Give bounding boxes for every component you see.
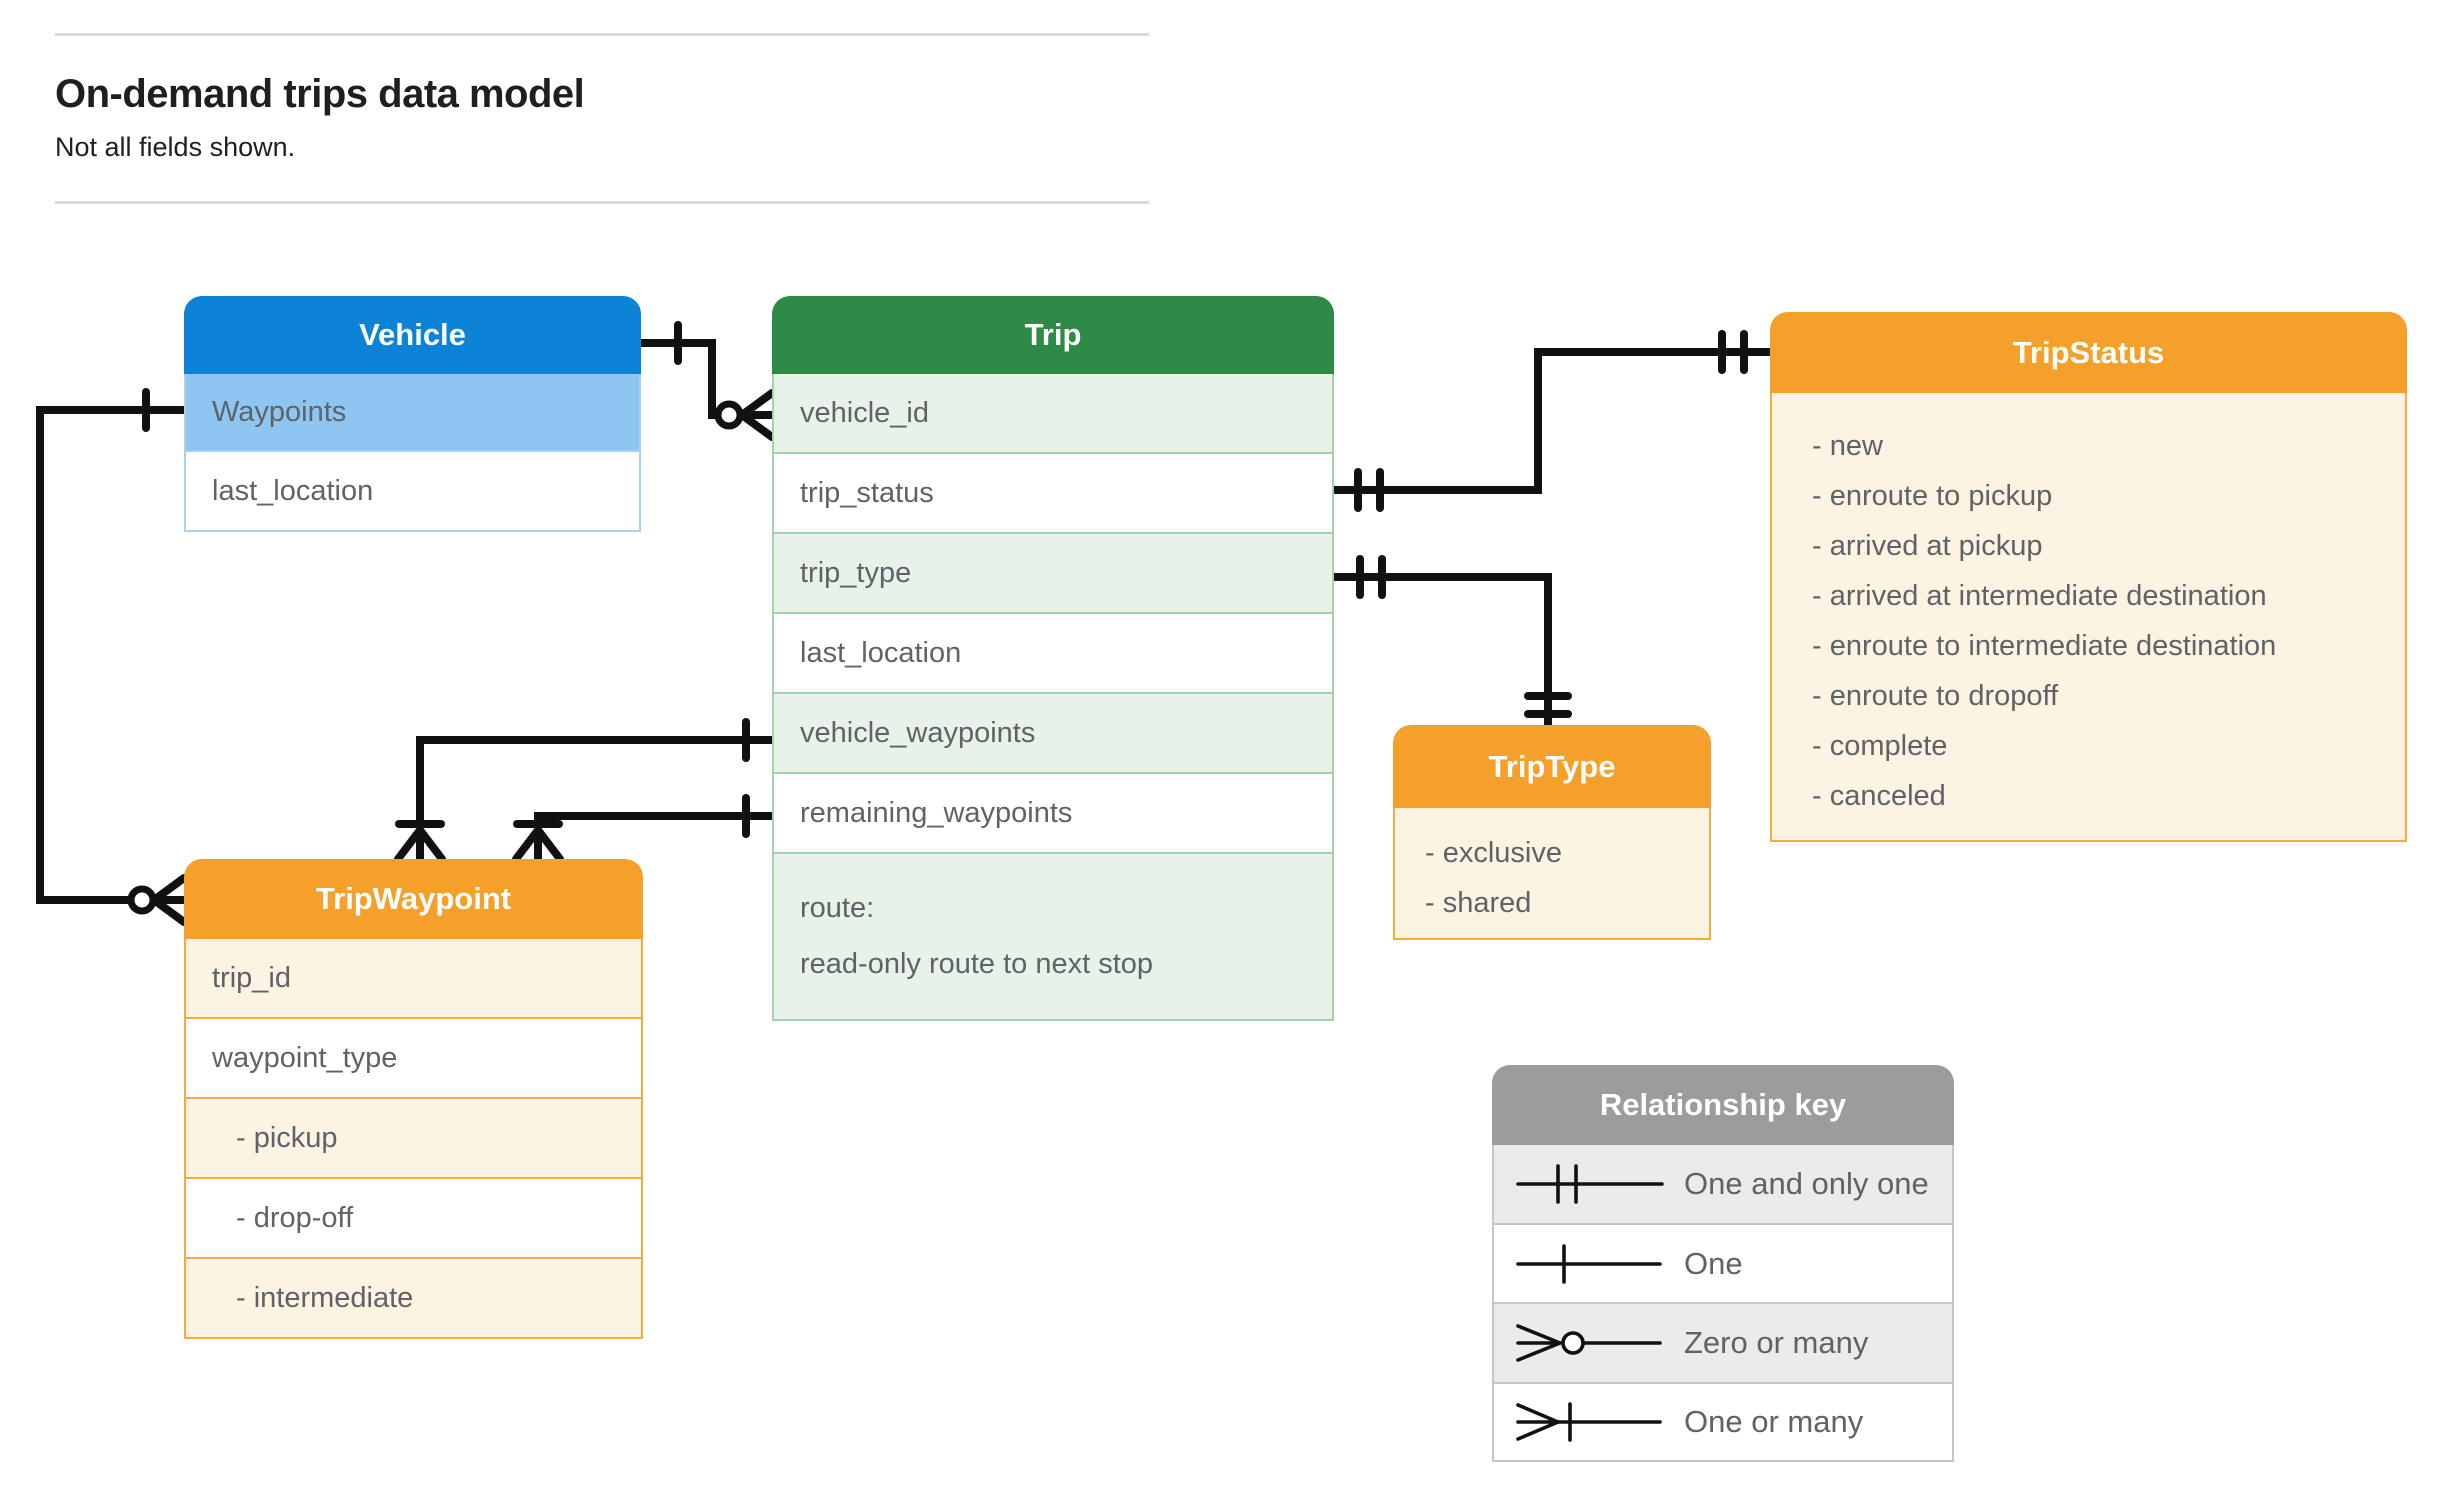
field-vehicle-waypoints: vehicle_waypoints [772, 694, 1334, 774]
field-vehicle-id: vehicle_id [772, 374, 1334, 454]
one-and-only-one-symbol-icon [1510, 1154, 1670, 1214]
one-symbol-icon [1510, 1234, 1670, 1294]
connector-trip-type-to-triptype [1330, 555, 1572, 729]
one-or-many-marker [512, 820, 564, 863]
one-or-many-symbol-icon [1510, 1392, 1670, 1452]
entity-tripstatus: TripStatus - new - enroute to pickup - a… [1770, 312, 2407, 842]
one-and-only-one-marker [1356, 555, 1386, 599]
field-last-location: last_location [772, 614, 1334, 694]
zero-or-many-marker [127, 874, 188, 926]
key-row-one-or-many: One or many [1492, 1384, 1954, 1462]
connector-trip-status-to-tripstatus [1330, 330, 1774, 512]
zero-or-many-symbol-icon [1510, 1313, 1670, 1373]
field-trip-id: trip_id [184, 939, 643, 1019]
connector-trip-vehicle-waypoints-to-tripwaypoint [394, 718, 776, 863]
field-waypoint-type: waypoint_type [184, 1019, 643, 1099]
page-title: On-demand trips data model [55, 72, 585, 116]
type-value: - exclusive [1425, 837, 1562, 869]
route-label: route: [800, 892, 875, 924]
one-and-only-one-marker [1718, 330, 1748, 374]
waypoint-type-dropoff: - drop-off [184, 1179, 643, 1259]
connector-vehicle-to-trip-vehicle-id [637, 321, 776, 441]
field-trip-type: trip_type [772, 534, 1334, 614]
field-trip-status: trip_status [772, 454, 1334, 534]
status-value: - complete [1812, 730, 1948, 762]
waypoint-type-intermediate: - intermediate [184, 1259, 643, 1339]
entity-triptype: TripType - exclusive - shared [1393, 725, 1711, 940]
key-label: Zero or many [1684, 1325, 1869, 1360]
key-row-one-and-only-one: One and only one [1492, 1145, 1954, 1225]
connector-vehicle-waypoints-to-tripwaypoint [36, 388, 188, 926]
one-or-many-marker [394, 820, 446, 863]
entity-vehicle: Vehicle Waypoints last_location [184, 296, 641, 532]
field-last-location: last_location [184, 452, 641, 532]
entity-triptype-title: TripType [1393, 725, 1711, 808]
entity-trip-title: Trip [772, 296, 1334, 374]
status-value: - arrived at pickup [1812, 530, 2043, 562]
top-divider [55, 33, 1149, 36]
key-label: One [1684, 1245, 1743, 1281]
entity-tripwaypoint-title: TripWaypoint [184, 859, 643, 939]
key-label: One and only one [1684, 1166, 1929, 1201]
status-value: - new [1812, 430, 1883, 462]
one-and-only-one-marker [1354, 468, 1384, 512]
status-value: - arrived at intermediate destination [1812, 580, 2267, 612]
entity-vehicle-title: Vehicle [184, 296, 641, 374]
connector-trip-remaining-waypoints-to-tripwaypoint [512, 794, 776, 863]
type-value: - shared [1425, 887, 1532, 919]
one-and-only-one-marker [1524, 692, 1572, 718]
status-value: - canceled [1812, 780, 1946, 812]
status-value: - enroute to dropoff [1812, 680, 2059, 712]
route-description: read-only route to next stop [800, 948, 1154, 980]
key-row-one: One [1492, 1225, 1954, 1304]
entity-trip: Trip vehicle_id trip_status trip_type la… [772, 296, 1334, 1021]
relationship-key: Relationship key One and only one One [1492, 1065, 1954, 1462]
field-route: route: read-only route to next stop [772, 854, 1334, 1021]
key-label: One or many [1684, 1404, 1864, 1439]
waypoint-type-pickup: - pickup [184, 1099, 643, 1179]
field-waypoints: Waypoints [184, 374, 641, 452]
triptype-values: - exclusive - shared [1393, 808, 1711, 940]
entity-tripstatus-title: TripStatus [1770, 312, 2407, 393]
entity-tripwaypoint: TripWaypoint trip_id waypoint_type - pic… [184, 859, 643, 1339]
status-value: - enroute to intermediate destination [1812, 630, 2277, 662]
status-value: - enroute to pickup [1812, 480, 2053, 512]
key-row-zero-or-many: Zero or many [1492, 1304, 1954, 1384]
field-remaining-waypoints: remaining_waypoints [772, 774, 1334, 854]
header-bottom-divider [55, 201, 1149, 204]
tripstatus-values: - new - enroute to pickup - arrived at p… [1770, 393, 2407, 842]
page-subtitle: Not all fields shown. [55, 132, 296, 162]
relationship-key-title: Relationship key [1492, 1065, 1954, 1145]
zero-or-many-marker [714, 389, 776, 441]
